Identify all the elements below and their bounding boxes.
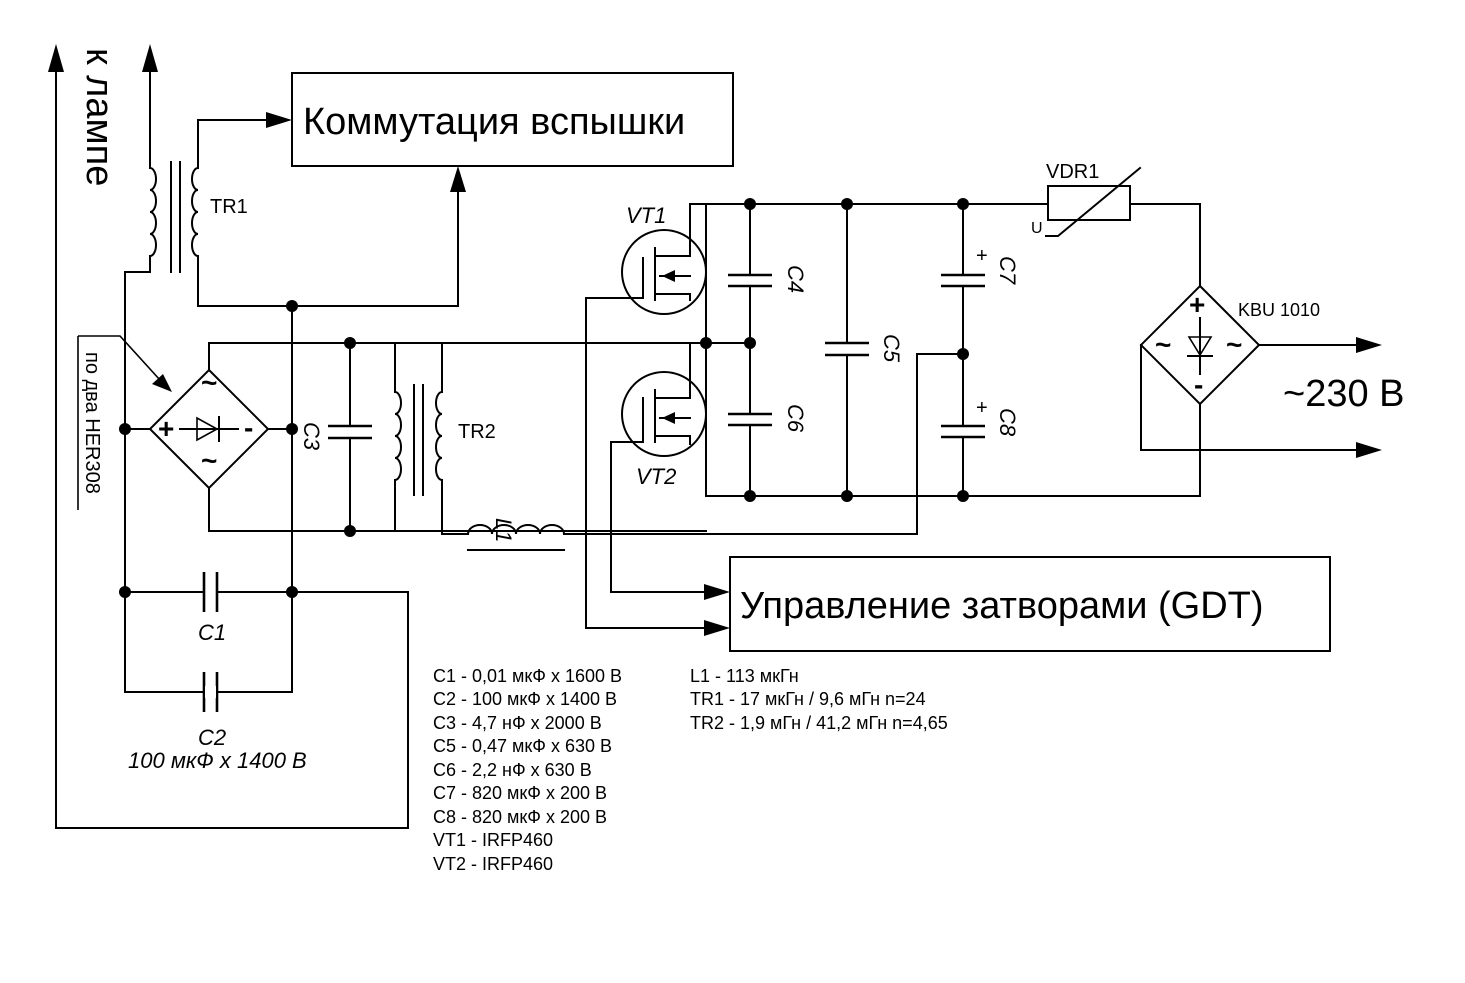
capacitor-c4: C4 bbox=[728, 203, 808, 344]
parts-list-right: L1 - 113 мкГн TR1 - 17 мкГн / 9,6 мГн n=… bbox=[690, 666, 948, 733]
vt1-label: VT1 bbox=[626, 203, 666, 228]
varistor-vdr1: VDR1 U bbox=[1031, 161, 1142, 237]
mosfet-vt1: VT1 bbox=[585, 203, 707, 315]
junctions bbox=[119, 198, 969, 598]
c2-value: 100 мкФ x 1400 В bbox=[128, 748, 307, 773]
c7-label: C7 bbox=[995, 256, 1020, 285]
c8-plus: + bbox=[976, 397, 988, 419]
mosfet-vt2: VT2 bbox=[610, 342, 707, 489]
c2-label: C2 bbox=[198, 725, 226, 750]
power-rails bbox=[705, 203, 1201, 497]
kbu-label: KBU 1010 bbox=[1238, 300, 1320, 320]
parts-list-item: C6 - 2,2 нФ x 630 В bbox=[433, 760, 592, 780]
c8-label: C8 bbox=[995, 408, 1020, 437]
parts-list-item: L1 - 113 мкГн bbox=[690, 666, 799, 686]
vdr1-label: VDR1 bbox=[1046, 161, 1099, 183]
parts-list-item: C7 - 820 мкФ x 200 В bbox=[433, 783, 607, 803]
parts-list-item: C1 - 0,01 мкФ x 1600 В bbox=[433, 666, 622, 686]
tr1-label: TR1 bbox=[210, 196, 248, 218]
mains-bridge: + - ~ ~ KBU 1010 ~230 В bbox=[1139, 284, 1405, 458]
c4-label: C4 bbox=[783, 265, 808, 293]
capacitor-c3: C3 bbox=[299, 342, 372, 532]
c7-plus: + bbox=[976, 245, 988, 267]
parts-list-item: TR2 - 1,9 мГн / 41,2 мГн n=4,65 bbox=[690, 713, 948, 733]
capacitor-c1: C1 bbox=[124, 572, 293, 645]
bridge-ac-bottom: ~ bbox=[201, 445, 217, 476]
kbu-ac-right: ~ bbox=[1226, 329, 1242, 360]
l1-label: L1 bbox=[491, 518, 516, 542]
parts-list-item: VT1 - IRFP460 bbox=[433, 830, 553, 850]
parts-list-item: C3 - 4,7 нФ x 2000 В bbox=[433, 713, 602, 733]
parts-list-item: TR1 - 17 мкГн / 9,6 мГн n=24 bbox=[690, 689, 926, 709]
capacitor-c6: C6 bbox=[728, 342, 808, 497]
c1-label: C1 bbox=[198, 620, 226, 645]
inductor-l1: L1 bbox=[466, 353, 964, 551]
c6-label: C6 bbox=[783, 404, 808, 433]
tr1-transformer: TR1 bbox=[124, 112, 466, 313]
c3-label: C3 bbox=[299, 422, 324, 451]
gate-leads bbox=[585, 297, 730, 636]
to-lamp-label: к лампе bbox=[78, 48, 120, 186]
parts-list-item: C5 - 0,47 мкФ x 630 В bbox=[433, 736, 612, 756]
bridge-ac-top: ~ bbox=[201, 367, 217, 398]
parts-list-item: C8 - 820 мкФ x 200 В bbox=[433, 807, 607, 827]
vt2-label: VT2 bbox=[636, 464, 676, 489]
capacitor-c7: + C7 bbox=[941, 203, 1020, 355]
capacitor-c8: + C8 bbox=[941, 353, 1020, 497]
gate-control-label: Управление затворами (GDT) bbox=[740, 585, 1264, 627]
bridge-plus: + bbox=[158, 413, 174, 444]
kbu-minus: - bbox=[1194, 369, 1203, 400]
mains-label: ~230 В bbox=[1283, 373, 1405, 415]
kbu-plus: + bbox=[1189, 289, 1205, 320]
flash-switching-block: Коммутация вспышки bbox=[291, 72, 734, 167]
diodes-note: по два HER308 bbox=[81, 352, 103, 494]
tr2-transformer: TR2 bbox=[394, 342, 496, 535]
capacitor-c5: C5 bbox=[825, 203, 904, 497]
parts-list-left: C1 - 0,01 мкФ x 1600 В C2 - 100 мкФ x 14… bbox=[433, 666, 622, 874]
kbu-ac-left: ~ bbox=[1155, 329, 1171, 360]
gate-control-block: Управление затворами (GDT) bbox=[729, 556, 1331, 652]
c5-label: C5 bbox=[879, 334, 904, 363]
parts-list-item: C2 - 100 мкФ x 1400 В bbox=[433, 689, 617, 709]
lamp-output: к лампе bbox=[48, 44, 409, 829]
flash-switching-label: Коммутация вспышки bbox=[303, 101, 685, 143]
parts-list-item: VT2 - IRFP460 bbox=[433, 854, 553, 874]
bridge-minus: - bbox=[244, 412, 253, 443]
capacitor-c2: C2 100 мкФ x 1400 В bbox=[128, 672, 307, 773]
vdr1-u-label: U bbox=[1031, 220, 1043, 237]
tr2-label: TR2 bbox=[458, 421, 496, 443]
